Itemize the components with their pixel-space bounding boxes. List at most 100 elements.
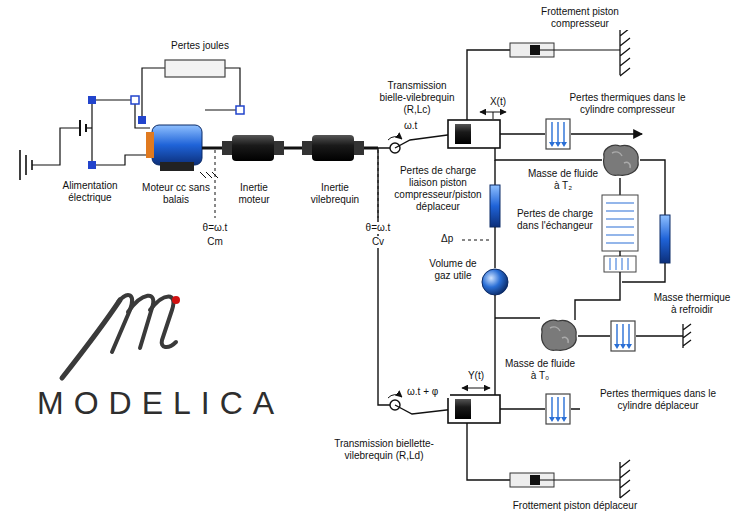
variable-label: Cv [366, 236, 390, 248]
logo-wordmark: MODELICA [36, 384, 326, 422]
exchanger-port [604, 256, 636, 272]
fluid-mass-symbol [542, 320, 577, 350]
battery-wire [86, 127, 92, 128]
logo-stroke [128, 296, 153, 348]
variable-label: Y(t) [462, 370, 490, 382]
fluid-mass-symbol [604, 145, 639, 175]
component-label: Pertes joules [165, 40, 235, 52]
fluid-line [640, 160, 665, 215]
cylinder-body [448, 120, 500, 148]
thermal-ground [683, 324, 691, 348]
terminal-port [88, 161, 96, 169]
displacement-tick [493, 112, 494, 119]
component-label: Pertes de charge liaison piston compress… [391, 165, 485, 213]
rotation-arrow [388, 395, 402, 398]
component-label: Masse de fluide à T₀ [502, 358, 578, 382]
damper-rod [540, 479, 620, 480]
exchanger-symbol [602, 195, 638, 272]
connecting-rod [395, 134, 455, 148]
terminal-port [131, 96, 139, 104]
inertia-body [232, 135, 274, 161]
gas-volume-symbol [482, 269, 508, 295]
pressure-loss-pipe [490, 185, 500, 227]
component-label: Volume de gaz utile [428, 258, 478, 282]
terminal-port [138, 116, 146, 124]
resistor-wire [142, 68, 165, 120]
pressure-loss-pipe [660, 215, 670, 263]
motor-base [160, 162, 194, 171]
resistor-symbol [138, 60, 244, 124]
damper-piston [530, 475, 540, 485]
variable-label: Cm [203, 236, 227, 248]
component-label: Transmission biellette-vilebrequin (R,Ld… [328, 438, 440, 462]
heat-transfer-symbol [546, 119, 570, 149]
component-label: Pertes thermiques dans le cylindre dépla… [584, 388, 732, 412]
piston [455, 399, 471, 419]
battery-symbol [80, 96, 150, 169]
component-label: Frottement piston déplaceur [500, 500, 650, 512]
inertia-symbol [222, 135, 284, 161]
fluid-line [494, 160, 495, 185]
resistor-body [165, 60, 225, 77]
fluid-line [622, 263, 665, 282]
terminal-port [88, 96, 96, 104]
inertia-body [312, 135, 354, 161]
friction-link [467, 423, 510, 480]
variable-label: ω.t [403, 120, 429, 132]
signal-line [215, 150, 216, 218]
displacement-arrow [462, 388, 490, 389]
cylinder-body [448, 395, 500, 423]
fixed-wall [620, 28, 630, 76]
fluid-line [494, 227, 495, 268]
motor-symbol [146, 125, 218, 178]
piston [455, 124, 471, 144]
variable-label: Δp [440, 233, 460, 245]
component-label: Inertie moteur [226, 182, 282, 206]
fluid-line [575, 251, 620, 320]
logo-dot [172, 296, 180, 304]
coupling [274, 141, 284, 155]
component-label: Alimentation électrique [50, 180, 130, 204]
damper-rod [540, 49, 620, 50]
friction-link [467, 50, 510, 120]
motor-brush [146, 132, 154, 158]
terminal-port [236, 106, 244, 114]
logo-stroke [112, 295, 132, 352]
exchanger-plates [606, 203, 634, 243]
heat-transfer-symbol [611, 321, 635, 351]
component-label: Masse de fluide à T₂ [526, 168, 600, 192]
heat-flow-line [500, 133, 642, 134]
rotation-arrow [388, 137, 402, 140]
displacer-cylinder [448, 395, 500, 423]
ground-symbol [20, 128, 80, 180]
power-wire [92, 155, 150, 165]
fluid-line [619, 178, 620, 195]
fluid-line [495, 148, 602, 160]
variable-label: θ=ω.t [193, 222, 237, 234]
variable-label: X(t) [483, 96, 513, 108]
exchanger-body [602, 195, 638, 251]
variable-label: θ=ω.t [356, 222, 400, 234]
ground-wire [32, 128, 80, 165]
component-label: Masse thermique à refroidir [650, 292, 734, 316]
compressor-cylinder [448, 120, 500, 148]
variable-label: ω.t + φ [406, 386, 450, 398]
component-label: Pertes thermiques dans le cylindre compr… [555, 92, 700, 116]
damper-piston [530, 45, 540, 55]
inertia-symbol [302, 135, 364, 161]
exchanger-plates [610, 258, 628, 270]
ground-lines [20, 150, 32, 180]
fluid-line [494, 295, 495, 395]
component-label: Moteur cc sans balais [140, 182, 212, 206]
crank-shaft [378, 148, 390, 405]
power-wire [92, 100, 150, 128]
coupling [302, 141, 312, 155]
component-label: Pertes de charge dans l'échangeur [512, 208, 598, 232]
heat-transfer-symbol [546, 394, 570, 424]
battery-wire [91, 100, 92, 165]
component-label: Frottement piston compresseur [525, 6, 635, 30]
component-label: Inertie vilebrequin [302, 182, 368, 206]
battery-plates [80, 120, 86, 136]
